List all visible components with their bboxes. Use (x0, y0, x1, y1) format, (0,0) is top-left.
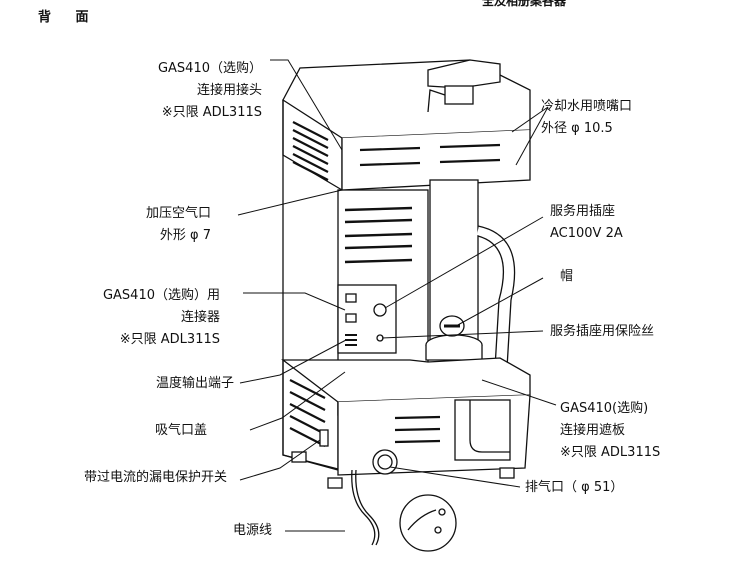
label-air-inlet: 加压空气口 外形 φ 7 (145, 206, 211, 243)
front-panel-vents (344, 206, 413, 264)
label-cap: 帽 (560, 269, 574, 284)
label-breaker: 带过电流的漏电保护开关 (83, 470, 227, 485)
label-service-fuse: 服务插座用保险丝 (550, 324, 655, 339)
left-side-panel (282, 95, 343, 471)
base-side-vents (289, 379, 326, 447)
label-temp-terminal: 温度输出端子 (155, 376, 234, 391)
label-exhaust: 排气口（ φ 51） (525, 480, 624, 495)
service-plate (337, 284, 397, 354)
power-cord (351, 469, 376, 546)
exhaust-port (372, 449, 398, 475)
base-front-vents (394, 415, 441, 444)
label-intake-cover: 吸气口盖 (154, 423, 207, 438)
plug-inset (399, 494, 457, 552)
label-service-outlet: 服务用插座 AC100V 2A (550, 204, 623, 241)
leader-lines (237, 59, 557, 532)
label-gas410-joint: GAS410（选购） 连接用接头 ※只限 ADL311S (157, 61, 262, 120)
feet (291, 451, 515, 489)
top-right-caption: 全及相册案各器 (482, 0, 567, 8)
label-gas410-connector: GAS410（选购）用 连接器 ※只限 ADL311S (102, 288, 220, 347)
label-gas410-shield: GAS410(选购) 连接用遮板 ※只限 ADL311S (560, 401, 661, 460)
service-socket (373, 303, 387, 317)
breaker (319, 429, 329, 447)
label-cooling-nozzle: 冷却水用喷嘴口 外径 φ 10.5 (541, 99, 633, 136)
flexible-hose (476, 225, 514, 386)
hood-sensor (444, 85, 474, 105)
shield-plate (454, 399, 511, 461)
hood-front-vents (359, 143, 501, 167)
hood-box (427, 59, 501, 89)
hood-vents (292, 121, 329, 181)
temp-terminal (345, 334, 357, 346)
label-power-cord: 电源线 (232, 523, 272, 538)
page-header: 背 面 (38, 10, 99, 25)
